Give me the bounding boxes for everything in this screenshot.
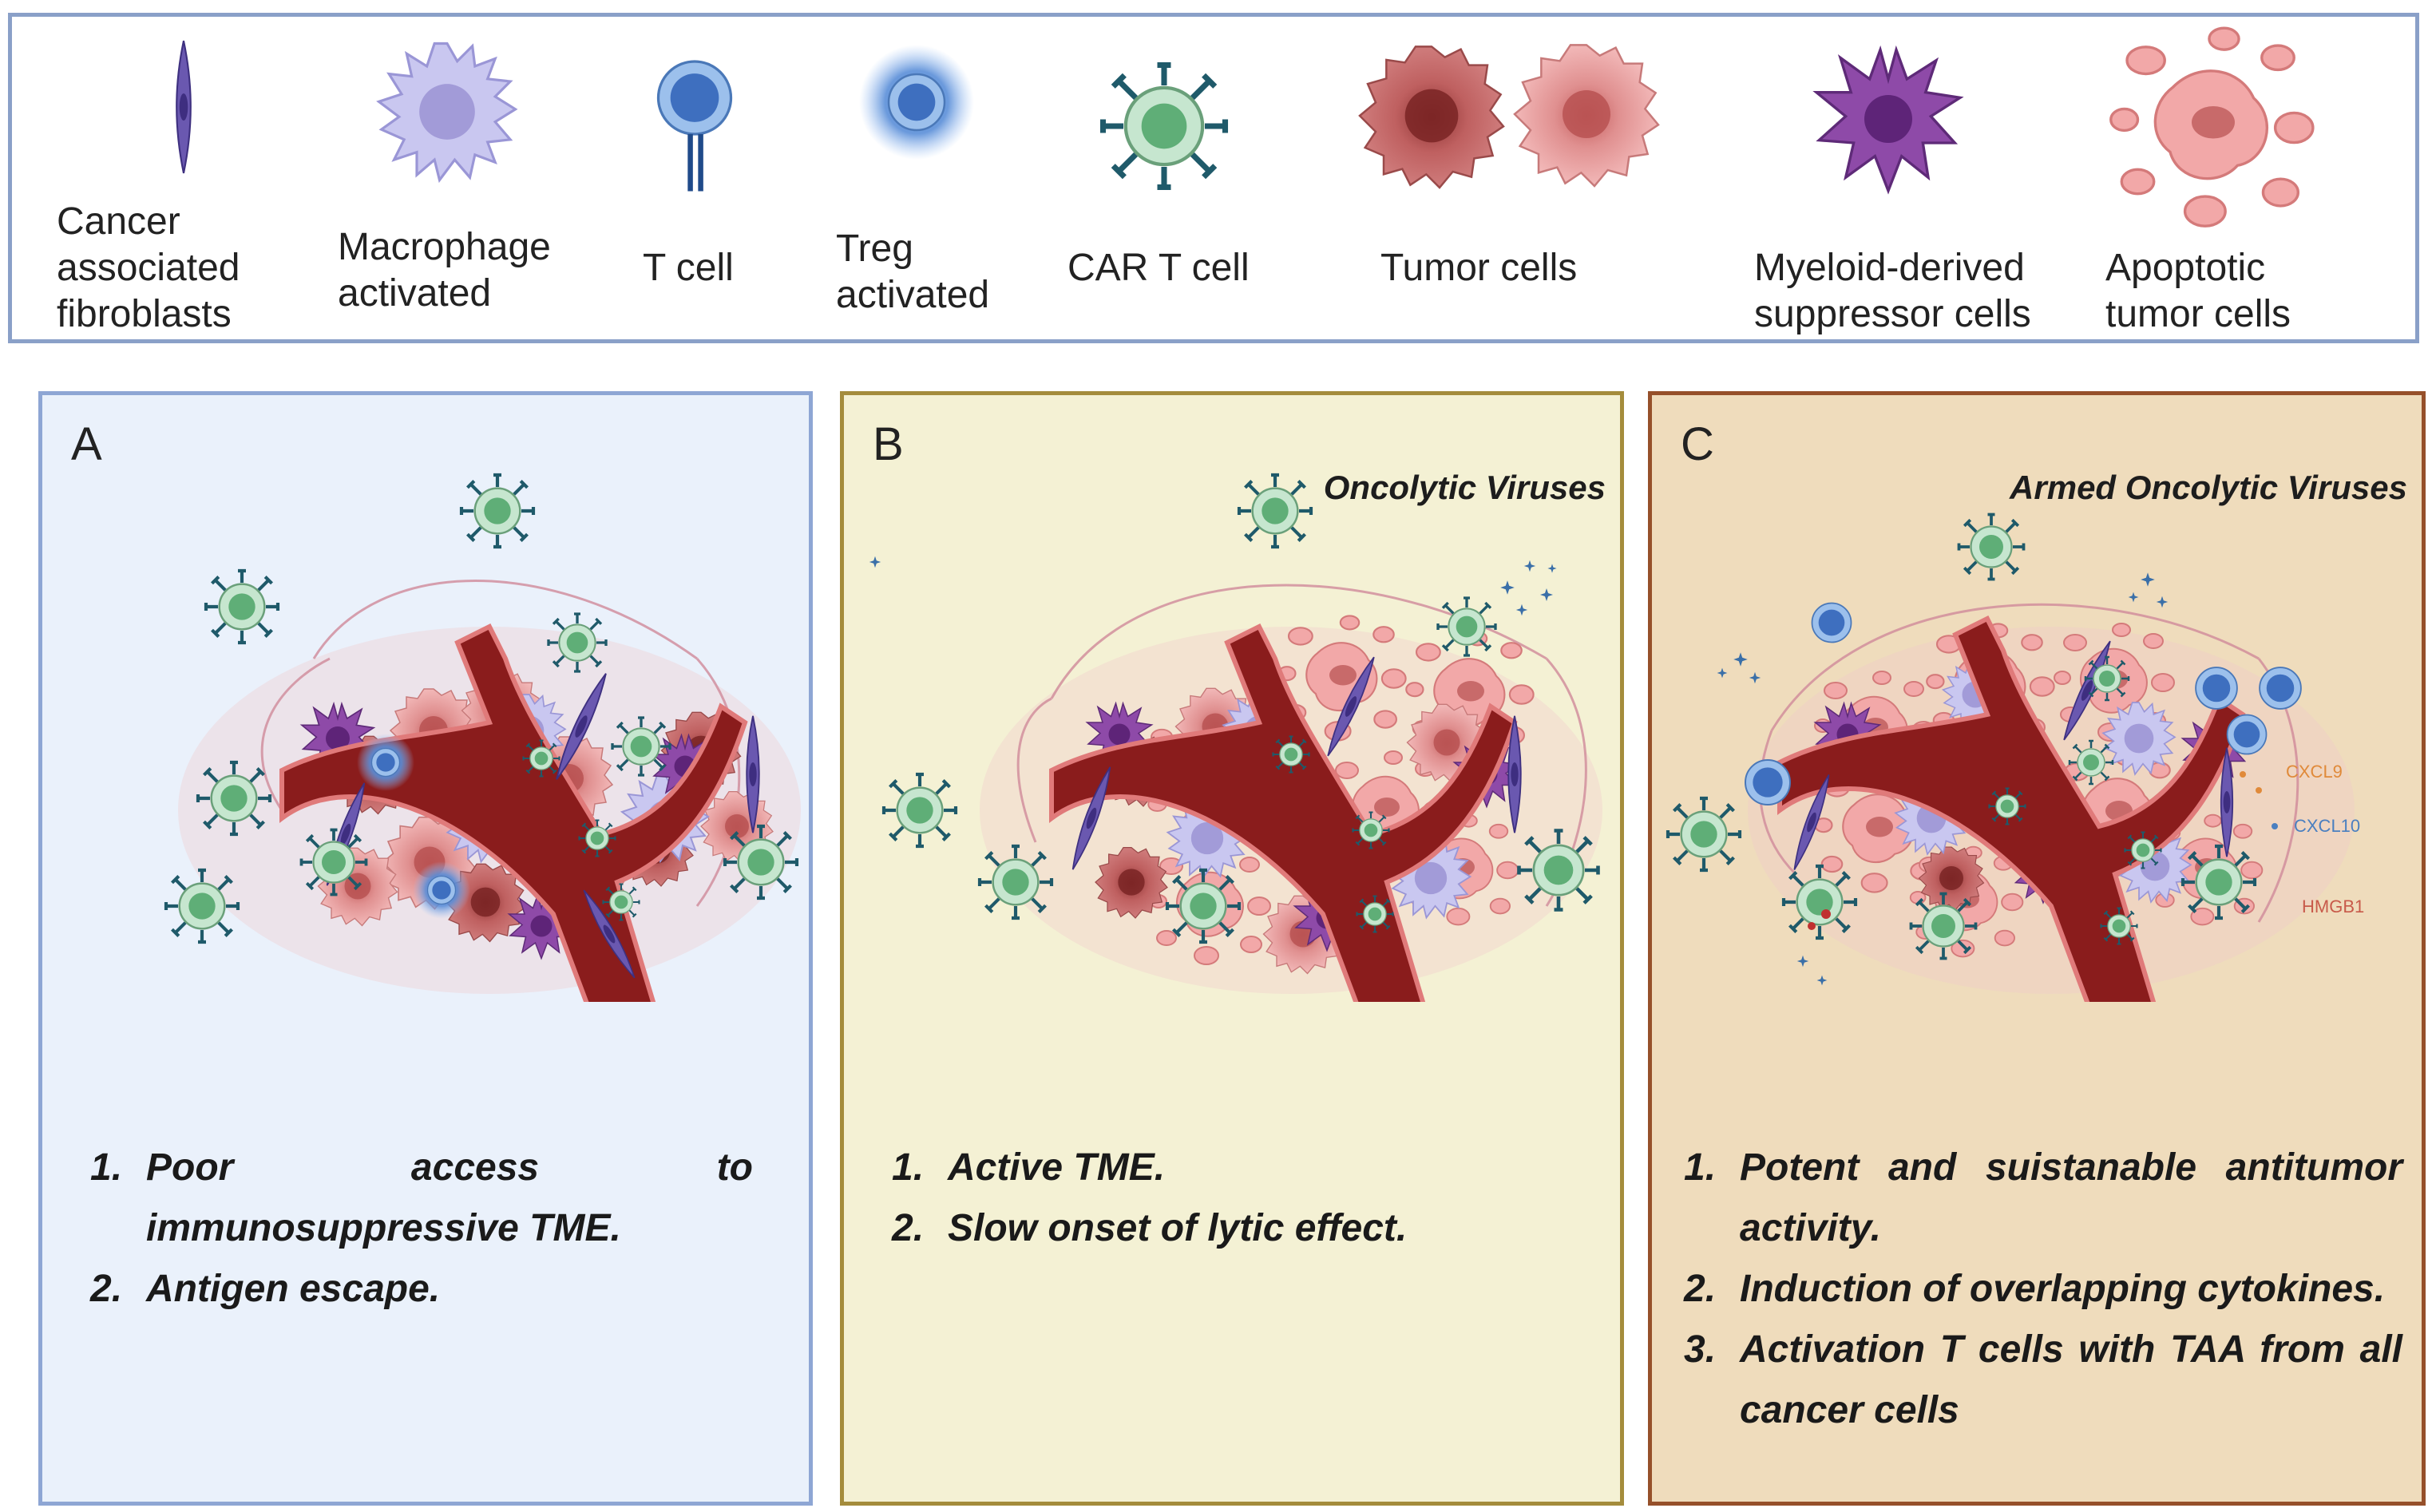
panel-subtitle: Armed Oncolytic Viruses	[2010, 469, 2407, 506]
panel-letter: C	[1681, 418, 1714, 470]
legend-label: Apoptotic tumor cells	[2105, 247, 2291, 335]
cytokine-label-hmgb1: HMGB1	[2302, 897, 2364, 917]
panel-letter: B	[873, 418, 904, 470]
legend-item-fibroblasts: Cancer associated fibroblasts	[12, 17, 315, 339]
tumor-microenvironment-illustration	[1652, 513, 2355, 1002]
point: 3.Activation T cells with TAA from all c…	[1684, 1328, 2402, 1431]
legend-box: Cancer associated fibroblasts Macrophage…	[8, 13, 2419, 343]
legend-label: T cell	[643, 247, 734, 289]
cytokine-dots	[1808, 771, 2278, 930]
point: 1.Poor access to immunosuppressive TME.	[90, 1146, 753, 1249]
point: 2.Antigen escape.	[90, 1268, 441, 1310]
macrophage-icon	[377, 42, 517, 182]
legend-item-t-cell: T cell	[619, 17, 778, 339]
cytokine-label-cxcl9: CXCL9	[2286, 762, 2343, 782]
legend-item-mdsc: Myeloid-derived suppressor cells	[1745, 17, 2080, 339]
legend-item-apoptotic: Apoptotic tumor cells	[2088, 17, 2423, 339]
legend-label: Treg activated	[836, 228, 990, 316]
tumor-cell-icon	[1513, 44, 1660, 188]
t-cell-icon	[656, 60, 733, 192]
virus-particles	[869, 556, 1557, 616]
panel-b: B Oncolytic Viruses	[840, 391, 1624, 1506]
fibroblast-icon	[175, 39, 192, 175]
legend-item-car-t: CAR T cell	[1050, 17, 1289, 339]
legend-label: Cancer associated fibroblasts	[57, 200, 240, 335]
key-points-list: 1.Potent and suistanable antitumor activ…	[1684, 1138, 2402, 1441]
panel-c: C Armed Oncolytic Viruses	[1648, 391, 2426, 1506]
legend-label: Tumor cells	[1380, 247, 1578, 289]
key-points-list: 1.Poor access to immunosuppressive TME. …	[90, 1138, 753, 1320]
apoptotic-cell-icon	[2109, 26, 2315, 228]
point: 2.Slow onset of lytic effect.	[892, 1207, 1408, 1249]
legend-item-macrophage: Macrophage activated	[323, 17, 587, 339]
panel-a: A	[38, 391, 813, 1506]
blood-vessel	[1049, 623, 1518, 1002]
cytokine-label-cxcl10: CXCL10	[2294, 816, 2360, 837]
treg-icon	[859, 45, 974, 160]
tumor-microenvironment-illustration	[869, 395, 1602, 1002]
legend-item-treg: Treg activated	[826, 17, 1026, 339]
panel-letter: A	[71, 418, 102, 470]
legend-label: CAR T cell	[1067, 247, 1250, 289]
tumor-cell-icon	[1358, 46, 1505, 189]
cytokine-label: HMGB1	[2302, 897, 2365, 916]
legend-label: Myeloid-derived suppressor cells	[1754, 247, 2031, 335]
tumor-microenvironment-illustration	[42, 395, 801, 1002]
panel-subtitle: Oncolytic Viruses	[1323, 469, 1606, 506]
capillary-lines	[260, 580, 741, 907]
cytokine-label: CXCL10	[2294, 816, 2361, 836]
key-points-list: 1.Active TME. 2.Slow onset of lytic effe…	[892, 1138, 1578, 1259]
point: 1.Potent and suistanable antitumor activ…	[1684, 1146, 2402, 1249]
car-t-cell-icon	[1096, 58, 1232, 194]
legend-label: Macrophage activated	[338, 226, 551, 315]
mdsc-icon	[1815, 48, 1962, 192]
point: 1.Active TME.	[892, 1146, 1166, 1189]
cytokine-label: CXCL9	[2286, 762, 2343, 782]
blood-vessel	[279, 623, 748, 1002]
point: 2.Induction of overlapping cytokines.	[1684, 1268, 2386, 1310]
legend-item-tumor: Tumor cells	[1337, 17, 1673, 339]
